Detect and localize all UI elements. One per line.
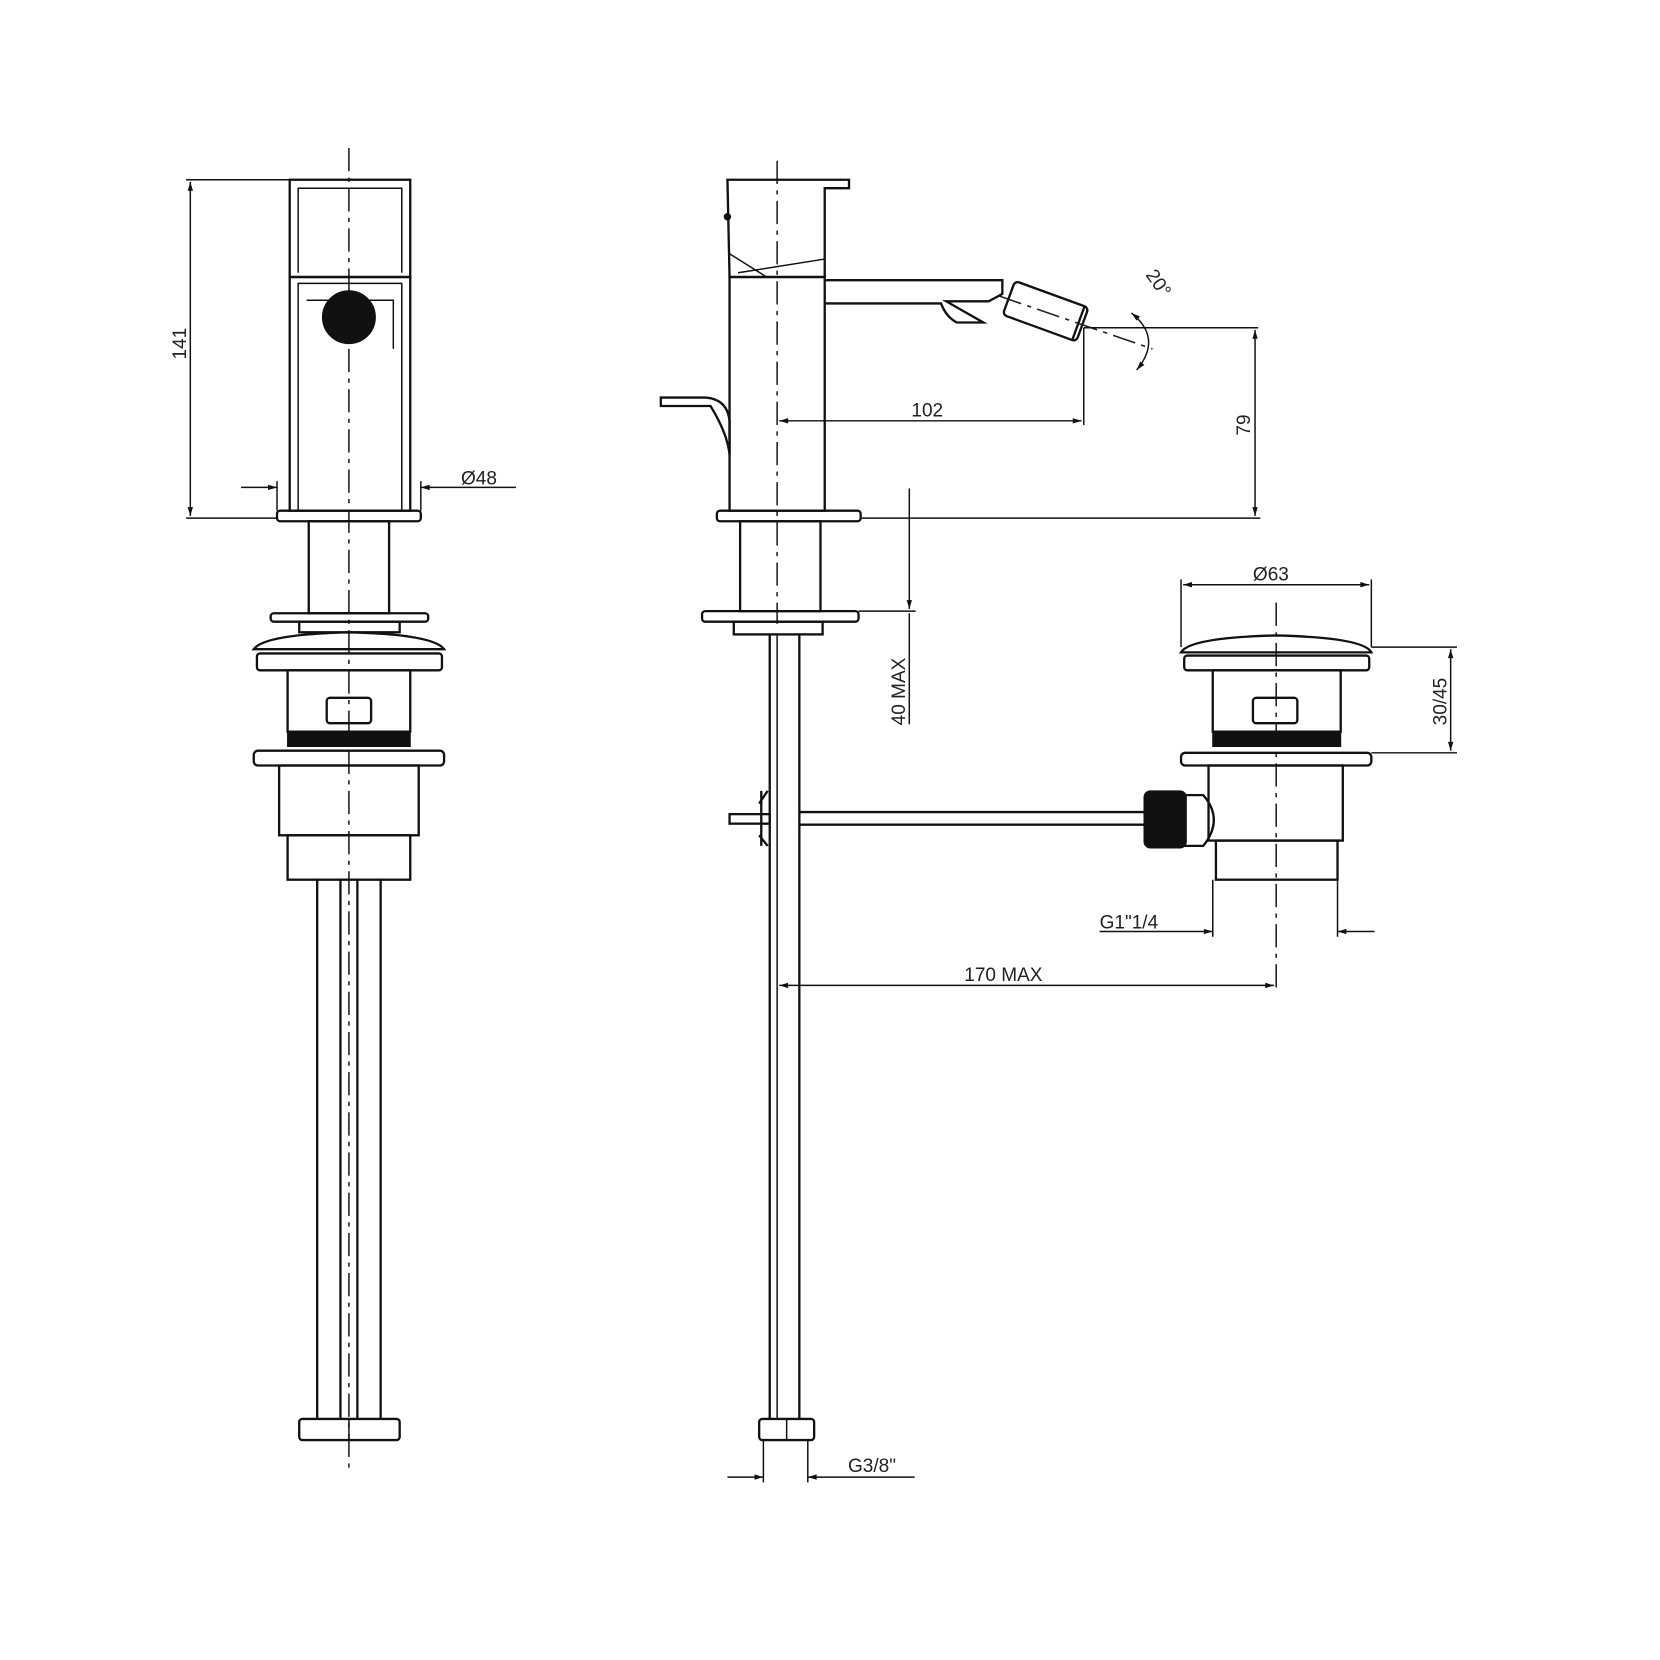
pop-up-waste-side: Ø63 30/45 G1"1/4 170 MAX: [779, 564, 1457, 992]
dimension-30-45: 30/45: [1371, 646, 1457, 754]
svg-text:Ø63: Ø63: [1253, 564, 1289, 585]
dimension-angle-20: 20°: [1083, 266, 1259, 371]
svg-text:Ø48: Ø48: [461, 468, 497, 489]
dimension-170-max: 170 MAX: [779, 965, 1275, 989]
dimension-g1-1-4: G1"1/4: [1100, 879, 1375, 937]
pop-up-lever: [659, 396, 731, 455]
dimension-79: 79: [861, 329, 1261, 519]
svg-text:102: 102: [911, 401, 943, 422]
pull-rod-connector: [1143, 790, 1187, 849]
dimension-dia-63: Ø63: [1180, 564, 1373, 648]
dimension-g3-8: G3/8": [727, 1440, 915, 1483]
svg-text:170 MAX: 170 MAX: [964, 965, 1043, 986]
mixer-body-side: [659, 178, 851, 512]
svg-text:20°: 20°: [1141, 266, 1175, 302]
lever-knob: [321, 290, 376, 345]
svg-text:30/45: 30/45: [1430, 678, 1451, 726]
svg-text:141: 141: [170, 328, 191, 360]
svg-text:40 MAX: 40 MAX: [889, 657, 910, 725]
svg-text:79: 79: [1234, 414, 1255, 435]
dimension-102: 102: [779, 327, 1085, 426]
pop-up-waste-front: [251, 631, 447, 881]
bidet-spout: [824, 279, 1153, 350]
front-view: 141 Ø48: [170, 148, 516, 1472]
dimension-141: 141: [170, 179, 290, 519]
svg-text:G3/8": G3/8": [848, 1456, 896, 1477]
supply-hoses: [298, 879, 401, 1442]
mixer-handle: [288, 178, 412, 512]
dimension-40-max: 40 MAX: [858, 488, 916, 725]
svg-text:G1"1/4: G1"1/4: [1100, 912, 1159, 933]
supply-rod-side: [757, 634, 816, 1442]
dimension-dia-48: Ø48: [241, 468, 516, 511]
pull-rod: [728, 790, 1145, 847]
